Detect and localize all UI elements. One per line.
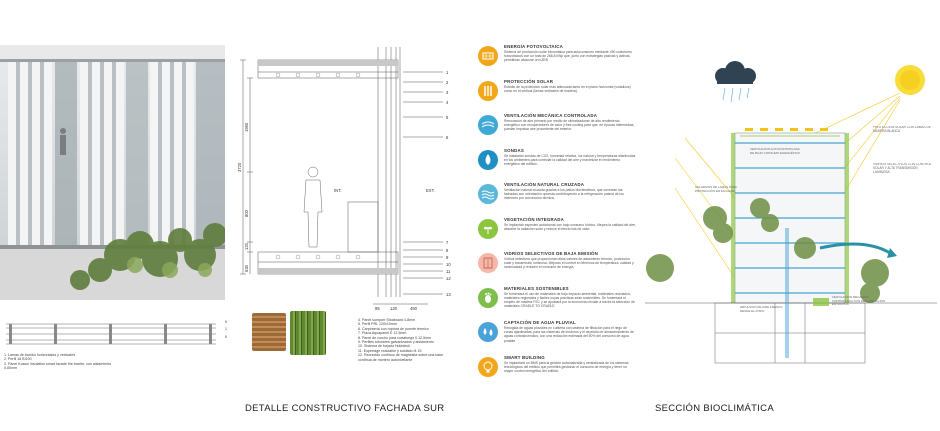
strategy-description: Estudio de la protección solar más adecu… [504,84,631,93]
legend-item: 8. Panel de corcho para cortafuego 0.12,… [358,335,432,340]
glass-icon [478,253,498,273]
legend-item: 10. Sistema de forjado Holedeck [358,344,410,349]
legend-item: 4. Panel sumporr Stoaboard 4-8mm [358,318,416,322]
legend-item: continua de mortero autonivelante [358,357,413,362]
legend-item: 7. Placa Aquapanel E 12,5mm [358,331,407,336]
legend-item: 5. Perfil PRL 120x10mm [358,322,397,327]
strategy-description: Recogida de aguas pluviales en cubierta … [504,326,634,343]
dim-lower: 120 [244,242,249,250]
strategy-title: ENERGÍA FOTOVOLTAICA [504,44,563,49]
facade-render [0,45,225,300]
exterior-label: EXT. [426,188,435,193]
strategy-title: VIDRIOS SELECTIVOS DE BAJA EMISIÓN [504,251,598,256]
rain-icon [722,87,750,103]
callout-number: 11 [446,269,451,274]
dim-width: 120 [390,306,398,311]
bamboo-swatch-green [290,311,326,355]
legend-item: 2. Perfil 18 BI100 [4,357,32,362]
legend-item: 3. Panel Kossol insulation smart facade … [4,361,112,371]
callout-number: 5 [446,115,449,120]
note-mechanical-ventilation: VENTILACIÓN MECÁNICA CONTROLADA CON RECU… [832,296,886,307]
legend-item: 9. Perfiles tubulares galvanizados y ais… [358,340,434,345]
strategy-title: VENTILACIÓN NATURAL CRUZADA [504,182,585,187]
solar-panel-icon [478,46,498,66]
callout-number: 2 [446,80,449,85]
bioclimatic-section: PROTECCIÓN SOLAR CON LAMAS DE MADERA BLA… [645,61,937,364]
callout-number: 3 [446,90,449,95]
dim-middle: 800 [244,209,249,217]
interior-label: INT. [334,188,341,193]
strategy-description: Ventilación natural cruzada gracias a lo… [504,188,624,201]
caption-bioclimatic-section: SECCIÓN BIOCLIMÁTICA [655,403,774,414]
dim-bottom: 630 [244,264,249,272]
note-overhangs: VOLADIZOS DE LAMAS PARA PROTECCIÓN EN FA… [695,186,737,193]
legend-item: 6. Carpintería con ruptura de puente tér… [358,326,429,331]
legend-item: 11. Esperrage reactable y soldado f4 15 [358,348,422,353]
note-ventilation: VENTILACIÓN AUTOCONTROLADA DE BAJO CONSU… [750,148,800,155]
bamboo-swatch-brown [252,313,286,351]
note-selective-glass: VIDRIOS SELECTIVOS CON CONTROL SOLAR Y A… [873,163,932,174]
callout-number: 6 [446,135,449,140]
legend-item: 12. Recrecido continuo de magnesita sobr… [358,353,444,358]
strategy-title: VEGETACIÓN INTEGRADA [504,216,565,222]
strategy-title: PROTECCIÓN SOLAR [504,78,554,84]
airflow-icon [478,115,498,135]
footprint-icon [478,287,498,308]
caption-facade-detail: DETALLE CONSTRUCTIVO FACHADA SUR [245,403,445,414]
strategy-description: Vidrios selectivos que proporcionan alto… [504,257,634,270]
louver-icon [478,80,498,101]
plan-number: 6 [225,320,227,324]
strategy-title: CAPTACIÓN DE AGUA PLUVIAL [504,320,576,325]
callout-number: 10 [446,262,451,267]
strategy-title: VENTILACIÓN MECÁNICA CONTROLADA [504,113,598,118]
strategy-title: MATERIALES SOSTENIBLES [504,285,569,291]
plant-icon [478,218,498,239]
sensor-drop-icon [478,149,498,170]
callout-number: 1 [446,70,449,75]
callout-number: 12 [446,276,451,281]
legend-right: 4. Panel sumporr Stoaboard 4-8mm 5. Perf… [358,318,470,362]
legend-left: 1. Lamas de bambú horizontales y vertica… [4,353,119,371]
strategy-description: Se fomentará el uso de materiales de baj… [504,291,635,309]
strategy-title: SMART BUILDING [504,354,545,360]
cloud-icon [715,61,756,84]
dim-total: 3720 [238,162,242,172]
lightbulb-icon [478,356,498,377]
wind-waves-icon [478,184,498,204]
callout-number: 9 [446,255,449,260]
strategy-description: Se implantará un BMS para la gestión aut… [504,360,629,373]
plan-number: 5 [225,334,227,339]
dim-upper: 1950 [244,122,249,132]
callout-number: 7 [446,240,449,245]
strategy-description: Se instalarán sondas de CO2, humedad rel… [504,153,636,166]
strategy-description: Se implantan especies autóctonas con baj… [504,222,636,231]
callout-number: 13 [446,292,451,297]
callout-number: 8 [446,248,449,253]
strategy-title: SONDAS [504,147,524,153]
water-drops-icon [478,322,498,342]
callout-number: 4 [446,100,449,105]
legend-item: 1. Lamas de bambú horizontales y vertica… [4,353,76,357]
facade-plan-detail [6,323,216,345]
dim-width: 450 [410,306,418,311]
construction-section: INT. EXT. 3720 1950 800 120 630 85 120 4… [238,47,451,311]
note-fresh-air: IMPULSIÓN DE AIRE FRESCO DESDE EL ATRIO [740,306,783,313]
strategy-description: Renovación de aire primario por medio de… [504,119,635,132]
strategy-description: Sistema de producción solar fotovoltaica… [504,50,632,63]
dim-width: 85 [375,306,380,311]
plan-number: 1 [225,327,227,332]
facade-render-drawing [0,45,225,300]
note-solar-protection: PROTECCIÓN SOLAR CON LAMAS DE MADERA BLA… [873,126,931,133]
